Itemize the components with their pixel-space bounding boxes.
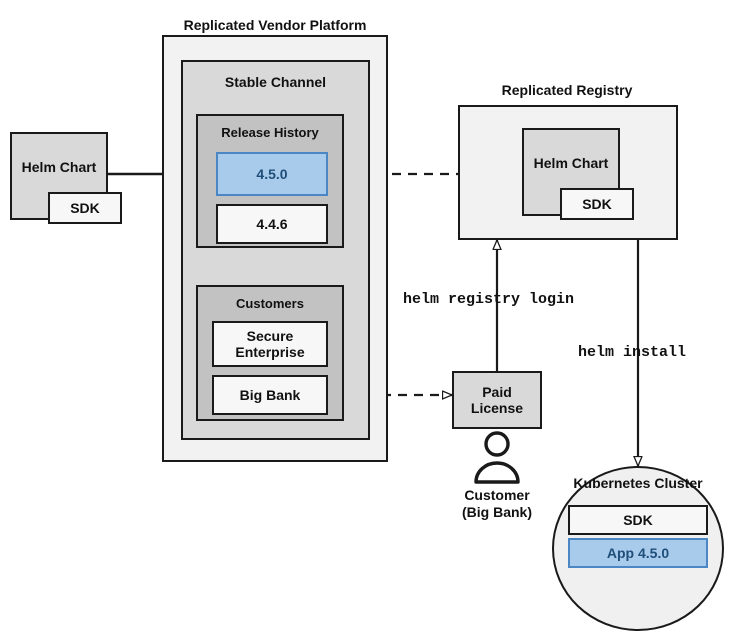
source-helm-chart-label: Helm Chart — [21, 158, 97, 175]
customer-item-big-bank-label: Big Bank — [239, 386, 301, 403]
registry-title: Replicated Registry — [501, 82, 633, 98]
registry-sdk-label: SDK — [582, 195, 612, 212]
cluster-item-sdk-label: SDK — [623, 511, 653, 528]
paid-license-box: Paid License — [452, 371, 542, 429]
release-item-4-4-6[interactable]: 4.4.6 — [216, 204, 328, 244]
kubernetes-cluster-title: Kubernetes Cluster — [573, 475, 703, 491]
cluster-item-app-label: App 4.5.0 — [606, 544, 670, 561]
customer-actor — [462, 430, 532, 488]
registry-sdk-box: SDK — [560, 188, 634, 220]
command-helm-install: helm install — [578, 344, 687, 361]
release-history-title: Release History — [221, 125, 319, 140]
customer-item-secure-enterprise-line1: Secure — [246, 327, 294, 344]
command-helm-registry-login: helm registry login — [403, 291, 575, 308]
paid-license-line1: Paid — [482, 383, 512, 400]
release-item-4-4-6-label: 4.4.6 — [256, 215, 288, 232]
customer-item-big-bank[interactable]: Big Bank — [212, 375, 328, 415]
customer-item-secure-enterprise[interactable]: Secure Enterprise — [212, 321, 328, 367]
cluster-item-sdk: SDK — [568, 505, 708, 535]
customers-title: Customers — [236, 296, 304, 311]
release-item-4-5-0-label: 4.5.0 — [256, 165, 288, 182]
person-icon — [474, 431, 520, 484]
registry-helm-chart-label: Helm Chart — [533, 154, 609, 171]
vendor-platform-title: Replicated Vendor Platform — [183, 17, 367, 33]
release-item-4-5-0[interactable]: 4.5.0 — [216, 152, 328, 196]
stable-channel-title: Stable Channel — [224, 74, 327, 90]
customer-item-secure-enterprise-line2: Enterprise — [235, 344, 305, 360]
source-sdk-box: SDK — [48, 192, 122, 224]
paid-license-line2: License — [470, 400, 524, 416]
source-sdk-label: SDK — [70, 199, 100, 216]
customer-actor-line2: (Big Bank) — [462, 504, 532, 520]
cluster-item-app: App 4.5.0 — [568, 538, 708, 568]
customer-actor-line1: Customer — [464, 487, 530, 503]
